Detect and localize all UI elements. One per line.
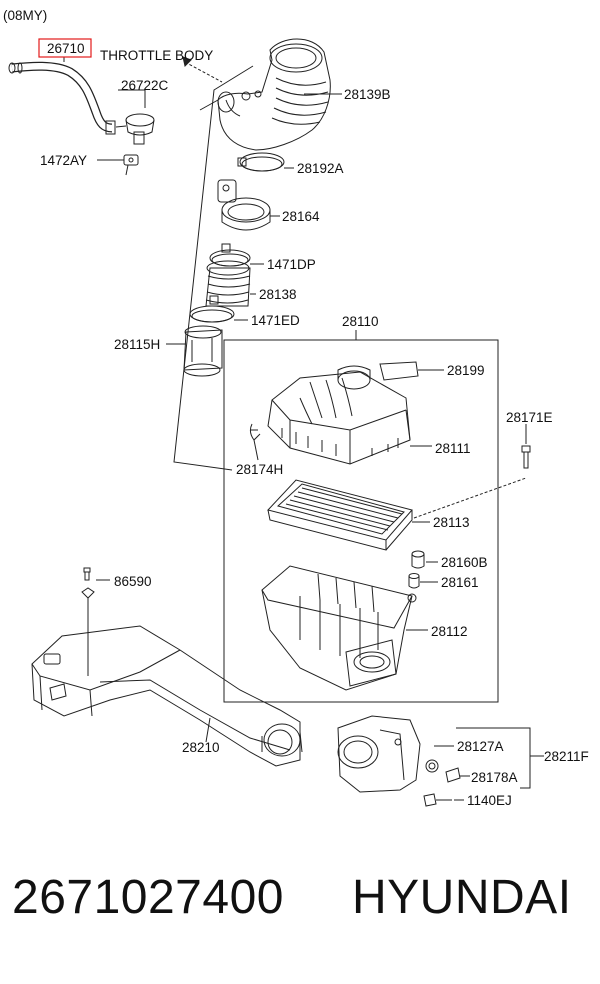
- duct-28211F: [337, 715, 544, 793]
- part-label-28192A[interactable]: 28192A: [297, 161, 344, 176]
- clip-28174H: [249, 423, 261, 461]
- part-label-26722C[interactable]: 26722C: [121, 78, 169, 93]
- clamp-1471ED: [189, 295, 235, 323]
- grommet-28160B: [411, 550, 438, 569]
- bolt-1140EJ: [423, 793, 464, 807]
- air-duct-28139B: [217, 38, 331, 151]
- pcv-valve-26722C: [115, 113, 155, 145]
- part-label-1471DP[interactable]: 1471DP: [267, 257, 316, 272]
- air-filter-28113: [267, 479, 430, 551]
- collar-28178A: [445, 767, 470, 783]
- collar-28161: [408, 573, 438, 589]
- grommet-28127A: [425, 759, 439, 773]
- footer-caption: 2671027400 HYUNDAI: [0, 870, 600, 950]
- part-label-1472AY[interactable]: 1472AY: [40, 153, 87, 168]
- model-year-label: (08MY): [3, 8, 47, 23]
- air-cleaner-cover-28111: [267, 365, 432, 465]
- part-label-28160B[interactable]: 28160B: [441, 555, 488, 570]
- part-label-28171E[interactable]: 28171E: [506, 410, 553, 425]
- breather-hose-26710: [8, 61, 116, 135]
- part-label-28211F[interactable]: 28211F: [544, 749, 589, 764]
- clamp-1472AY: [123, 154, 139, 176]
- part-label-28138[interactable]: 28138: [259, 287, 297, 302]
- intake-duct-28210: [31, 625, 303, 767]
- footer-brand: HYUNDAI: [352, 871, 572, 924]
- part-label-1140EJ[interactable]: 1140EJ: [467, 793, 512, 808]
- footer-part-number: 2671027400: [12, 871, 284, 924]
- part-label-28110[interactable]: 28110: [342, 314, 379, 329]
- part-label-28111[interactable]: 28111: [435, 441, 471, 456]
- resonator-28115H: [183, 325, 223, 377]
- part-label-28199[interactable]: 28199: [447, 363, 485, 378]
- part-label-86590[interactable]: 86590: [114, 574, 152, 589]
- part-label-28127A[interactable]: 28127A: [457, 739, 504, 754]
- clamp-1471DP: [209, 243, 251, 267]
- part-label-28112[interactable]: 28112: [431, 624, 468, 639]
- air-cleaner-frame-28110: [223, 330, 499, 703]
- part-label-28174H[interactable]: 28174H: [236, 462, 283, 477]
- part-label-28161[interactable]: 28161: [441, 575, 479, 590]
- air-cleaner-body-28112: [261, 565, 428, 691]
- part-label-28178A[interactable]: 28178A: [471, 770, 518, 785]
- bolt-28171E: [521, 445, 531, 469]
- fastener-86590: [81, 567, 110, 676]
- throttle-body-label: THROTTLE BODY: [100, 48, 213, 63]
- part-label-28210[interactable]: 28210: [182, 740, 220, 755]
- selected-part-highlight: [38, 38, 92, 58]
- maf-sensor-28164: [217, 179, 271, 231]
- part-label-28115H[interactable]: 28115H: [114, 337, 160, 352]
- part-label-28113[interactable]: 28113: [433, 515, 470, 530]
- part-label-1471ED[interactable]: 1471ED: [251, 313, 300, 328]
- part-label-26710[interactable]: 26710: [47, 41, 85, 56]
- bellows-28138: [205, 260, 251, 307]
- part-label-28164[interactable]: 28164: [282, 209, 320, 224]
- clamp-28192A: [237, 152, 285, 172]
- part-label-28139B[interactable]: 28139B: [344, 87, 391, 102]
